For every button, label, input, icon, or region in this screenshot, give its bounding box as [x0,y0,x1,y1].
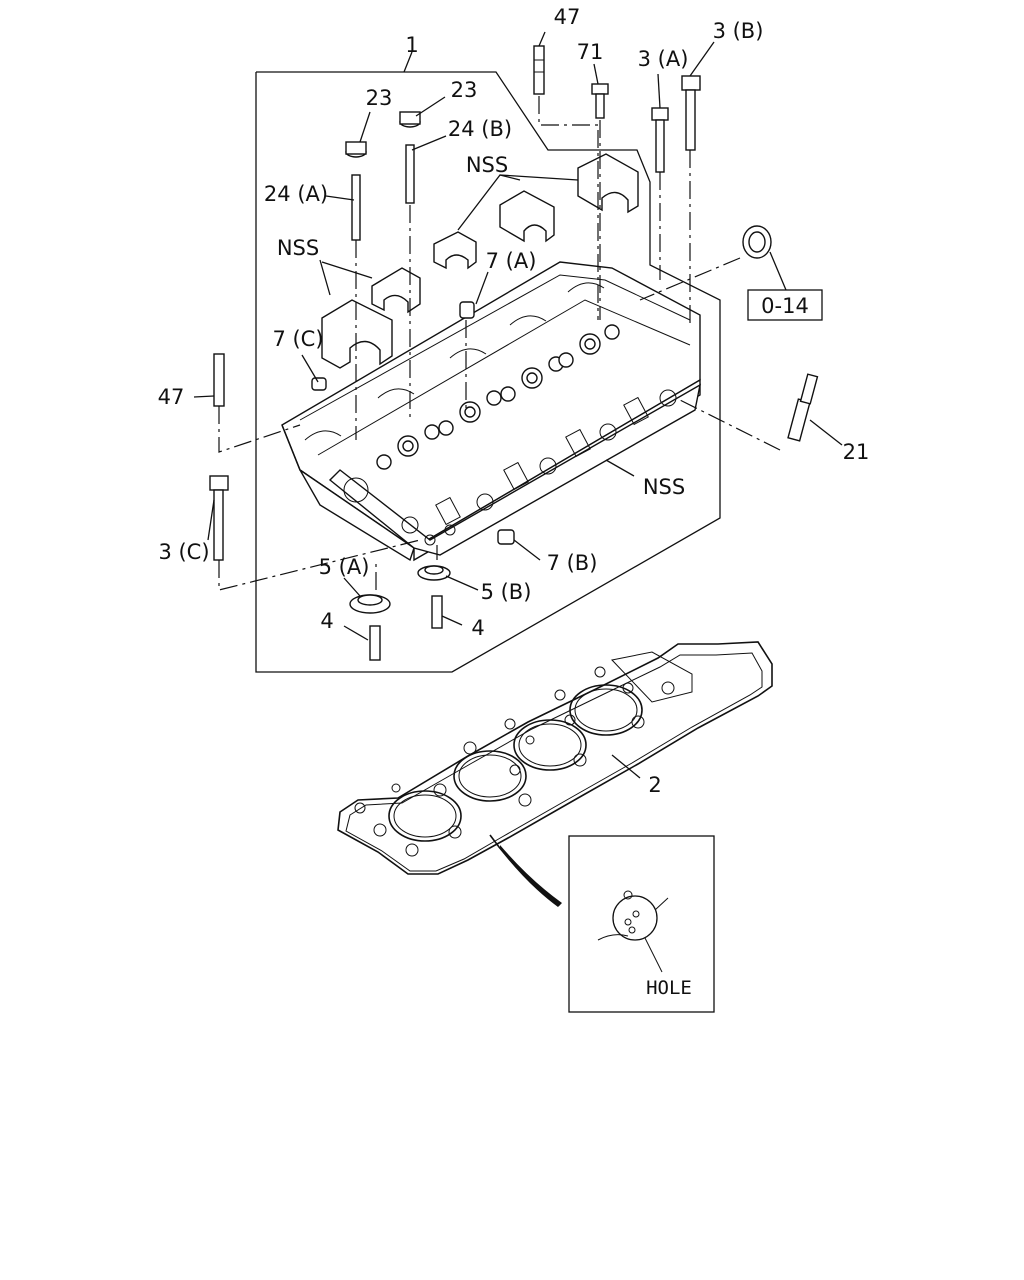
assembly-lines [218,96,781,591]
label-part-4-right: 4 [471,616,484,640]
dowel-4-right [431,595,443,629]
plug-7b [497,529,515,545]
ref-box-frame [747,289,823,321]
label-part-7a: 7 (A) [486,249,537,273]
plug-7a [459,301,475,319]
camshaft-bearing-caps [321,153,639,369]
seal-5b [417,565,451,581]
hole-detail-inset [489,834,715,1013]
stud-24a [351,174,361,241]
label-part-2: 2 [648,773,661,797]
label-part-3a: 3 (A) [638,47,689,71]
label-nss-top: NSS [466,153,508,177]
bolt-3b [681,75,701,151]
label-nss-right: NSS [643,475,685,499]
stud-24b [405,144,415,204]
ref-box-label[interactable]: 0-14 [761,294,809,318]
stud-47-left [213,353,225,407]
leader-lines [193,31,843,779]
cylinder-head [281,261,701,562]
label-part-1: 1 [405,33,418,57]
bolt-47-top [533,45,545,95]
label-part-7b: 7 (B) [547,551,598,575]
label-hole: HOLE [646,977,692,999]
label-part-47-left: 47 [158,385,185,409]
nut-23-left [345,141,367,158]
label-part-7c: 7 (C) [272,327,323,351]
label-part-4-left: 4 [320,609,333,633]
plug-7c [311,377,327,391]
label-part-21: 21 [843,440,870,464]
bolt-3c [209,475,229,561]
label-part-24b: 24 (B) [448,117,512,141]
glow-plug-21 [787,373,819,442]
head-gasket [337,641,773,875]
label-part-23-left: 23 [366,86,393,110]
label-part-5a: 5 (A) [319,555,370,579]
part-1-boundary [255,71,721,673]
bolt-71 [591,83,609,119]
bolt-3a [651,107,669,173]
label-part-23-right: 23 [451,78,478,102]
oil-seal-0-14 [742,225,772,259]
label-part-3b: 3 (B) [713,19,764,43]
label-part-5b: 5 (B) [481,580,532,604]
label-part-47-top: 47 [554,5,581,29]
label-part-71: 71 [577,40,604,64]
label-part-3c: 3 (C) [158,540,209,564]
nut-23-right [399,111,421,128]
label-nss-left: NSS [277,236,319,260]
label-part-24a: 24 (A) [264,182,328,206]
dowel-4-left [369,625,381,661]
seal-5a [349,594,391,614]
